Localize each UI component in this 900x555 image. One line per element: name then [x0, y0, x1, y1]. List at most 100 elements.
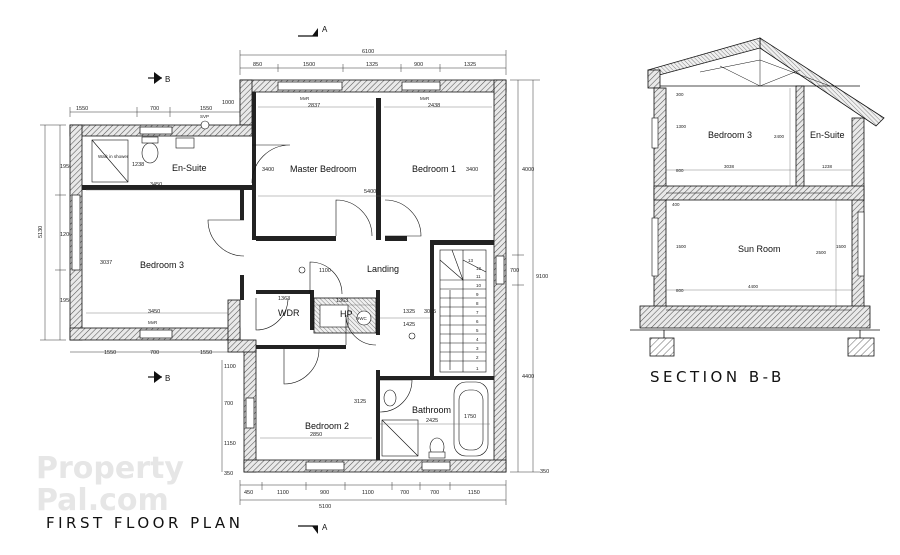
section-room-labels: Bedroom 3 En-Suite Sun Room [708, 130, 845, 254]
section-mark-b-top: B [165, 75, 170, 84]
section-dimensions: 300 1300 2400 3038 1238 800 400 1500 150… [672, 92, 847, 293]
dim-left-3: 1950 [60, 298, 72, 304]
dim-master-width: 2837 [308, 103, 320, 109]
sdim-ground-top: 400 [672, 202, 680, 207]
room-bathroom: Bathroom [412, 405, 451, 415]
dim-bottom-4: 1100 [362, 490, 374, 496]
top-dimensions: 6100 850 1500 1325 900 1325 1550 700 155… [76, 49, 476, 112]
sdim-sun-sill: 800 [676, 288, 684, 293]
doors [207, 144, 422, 413]
mvr-label-1: MvR [300, 96, 310, 101]
internal-walls [82, 92, 494, 460]
watermark-line-2: Pal.com [36, 483, 169, 518]
dim-ensuite-width: 3450 [150, 182, 162, 188]
dim-bed1-height: 3400 [466, 167, 478, 173]
dim-bottom-6: 700 [430, 490, 439, 496]
sdim-sun-width: 4400 [748, 284, 759, 289]
dim-upper-span: 5400 [364, 189, 376, 195]
dim-top-4: 900 [414, 62, 423, 68]
right-dimensions: 4000 700 4400 9100 350 [510, 167, 549, 475]
section-mark-b-bottom: B [165, 374, 170, 383]
dim-bottom-gap: 350 [540, 469, 549, 475]
left-dimension-lines [40, 124, 240, 353]
dim-landing-width: 1325 [403, 309, 415, 315]
sdim-bed3-h: 1300 [676, 124, 687, 129]
section-room-sun-room: Sun Room [738, 244, 781, 254]
dim-ensuite-2: 700 [150, 106, 159, 112]
sdim-bed3-total: 2400 [774, 134, 785, 139]
plan-title: FIRST FLOOR PLAN [46, 514, 243, 532]
dim-ensuite-3: 1550 [200, 106, 212, 112]
dim-stair-length: 3025 [424, 309, 436, 315]
left-dimensions: 5130 1950 1200 1950 1550 700 1550 [38, 164, 212, 356]
section-foundations [649, 337, 875, 357]
first-floor-plan: 6100 850 1500 1325 900 1325 1550 700 155… [38, 25, 549, 534]
stair-step-13: 13 [468, 258, 474, 263]
dim-top-overall: 6100 [362, 49, 374, 55]
sdim-sun-w2: 1500 [836, 244, 847, 249]
section-ground-line [630, 329, 880, 338]
bathroom-fixtures [381, 381, 489, 459]
section-mark-a-top: A [322, 25, 328, 34]
room-en-suite: En-Suite [172, 163, 207, 173]
room-dimension-guides [86, 106, 492, 439]
svp-label: SVP [200, 114, 209, 119]
stair-step-2: 2 [476, 355, 479, 360]
watermark: Property Pal.com [36, 451, 184, 518]
section-b-b: 300 1300 2400 3038 1238 800 400 1500 150… [630, 37, 885, 386]
stair-step-10: 10 [476, 283, 482, 288]
stair-step-12: 12 [476, 266, 482, 271]
hot-water-cylinder [356, 310, 372, 326]
stair-step-5: 5 [476, 328, 479, 333]
dim-hp-width: 1363 [336, 298, 348, 304]
section-floor-joists [666, 192, 852, 311]
sdim-sun-w1: 1500 [676, 244, 687, 249]
dim-top-5: 1325 [464, 62, 476, 68]
dim-bottom-5: 700 [400, 490, 409, 496]
dim-bed2-width: 2850 [310, 432, 322, 438]
stair-step-3: 3 [476, 346, 479, 351]
dim-landing-small: 1100 [319, 268, 331, 274]
dim-bottom-1: 450 [244, 490, 253, 496]
dim-bath-width: 2425 [426, 418, 438, 424]
dim-left-2: 1200 [60, 232, 72, 238]
section-windows [651, 117, 865, 277]
sdim-sun-h: 2500 [816, 250, 827, 255]
stair-step-6: 6 [476, 319, 479, 324]
room-bedroom-1: Bedroom 1 [412, 164, 456, 174]
stair-step-11: 11 [476, 274, 481, 279]
dim-bed3-bottom-2: 700 [150, 350, 159, 356]
dim-bed2-left-4: 350 [224, 471, 233, 477]
room-bedroom-2: Bedroom 2 [305, 421, 349, 431]
section-roof [647, 37, 885, 127]
dim-bed2-height: 3125 [354, 399, 366, 405]
hwc-label: HWC [356, 316, 367, 321]
sdim-wall-top: 300 [676, 92, 684, 97]
ensuite-fixtures [91, 120, 210, 183]
bottom-dimension-lines [221, 360, 507, 505]
room-hp: HP [340, 309, 353, 319]
dim-ensuite-depth: 1238 [132, 162, 144, 168]
room-wdr: WDR [278, 308, 300, 318]
stair-step-1: 1 [476, 366, 479, 371]
dim-left-overall: 5130 [38, 226, 44, 238]
walk-in-shower-label: Walk in shower [98, 154, 129, 159]
room-labels: Master Bedroom Bedroom 1 Bedroom 3 En-Su… [140, 163, 456, 431]
sdim-bed3-w: 3038 [724, 164, 735, 169]
section-walls [639, 85, 871, 329]
dim-right-lower: 4400 [522, 374, 534, 380]
mvr-label-3: MvR [148, 320, 158, 325]
dim-right-overall: 9100 [536, 274, 548, 280]
dim-bottom-overall: 5100 [319, 504, 331, 510]
dim-top-3: 1325 [366, 62, 378, 68]
section-eaves [647, 69, 661, 89]
dim-master-height: 3400 [262, 167, 274, 173]
section-mark-a-bottom: A [322, 523, 328, 532]
dim-top-1: 850 [253, 62, 262, 68]
right-dimension-lines [510, 79, 540, 473]
section-markers: A A B B [148, 25, 328, 534]
dim-bed3-bottom-3: 1550 [200, 350, 212, 356]
watermark-line-1: Property [36, 451, 184, 486]
stair-step-9: 9 [476, 292, 479, 297]
section-title: SECTION B-B [650, 368, 785, 386]
